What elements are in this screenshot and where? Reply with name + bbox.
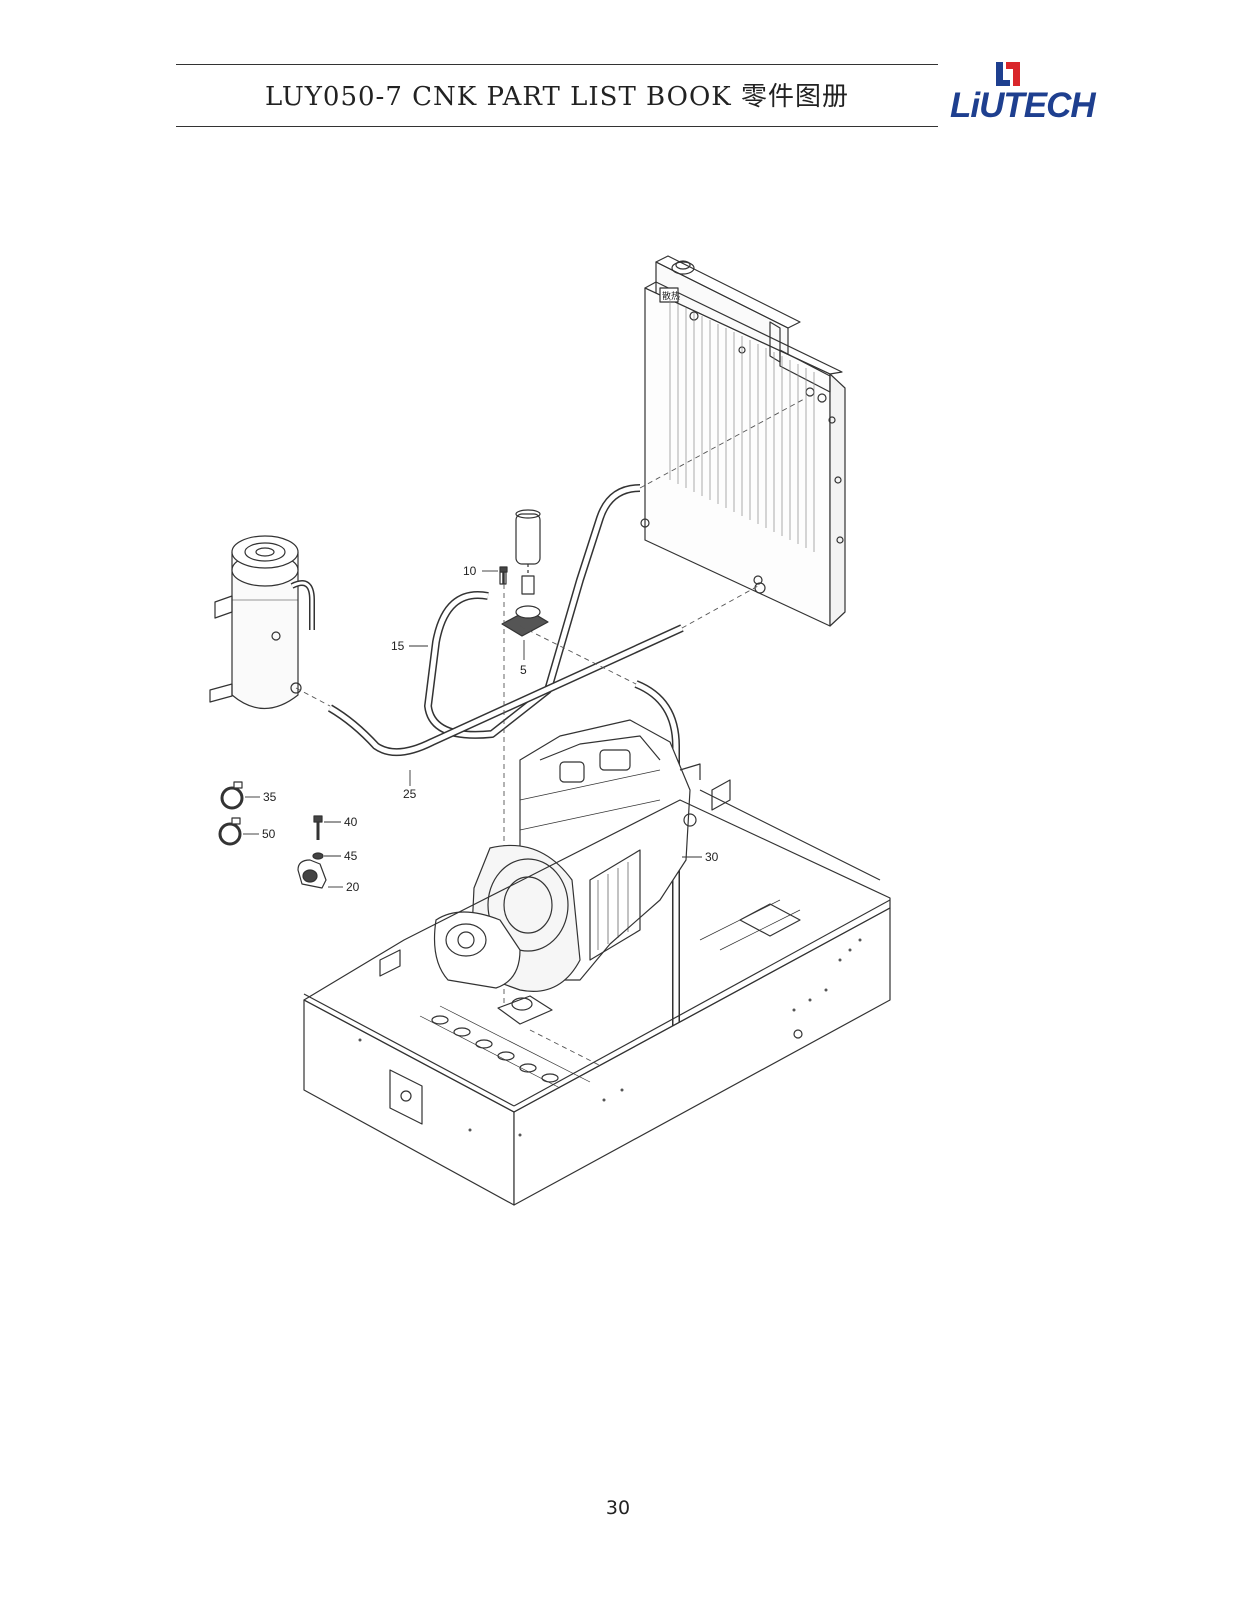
page-number: 30 [605, 1497, 631, 1519]
filter-assembly [499, 509, 549, 637]
callout-45: 45 [344, 849, 358, 863]
callout-15: 15 [391, 639, 405, 653]
radiator-label: 散热 [662, 290, 680, 302]
bolt-40 [313, 815, 323, 840]
callout-50: 50 [262, 827, 276, 841]
callout-25: 25 [403, 787, 417, 801]
assembly-lines [295, 397, 807, 1099]
header-top-rule [176, 64, 938, 65]
base-frame [303, 779, 891, 1206]
hose-25 [327, 624, 684, 756]
bolt-10 [499, 566, 508, 584]
clamp-35 [220, 781, 244, 810]
engine [433, 719, 701, 992]
mount-20 [297, 859, 327, 889]
logo-wordmark: LiUTECH [950, 86, 1096, 125]
hose-15 [424, 484, 641, 739]
callout-20: 20 [346, 880, 360, 894]
liutech-logo: LiUTECH [950, 56, 1100, 128]
logo-mark-icon [996, 62, 1020, 86]
callout-30: 30 [705, 850, 719, 864]
radiator: 散热 [640, 255, 846, 627]
callout-40: 40 [344, 815, 358, 829]
document-title: LUY050-7 CNK PART LIST BOOK 零件图册 [265, 82, 849, 112]
washer-45 [312, 852, 324, 860]
clamp-50 [218, 817, 242, 846]
callout-35: 35 [263, 790, 277, 804]
header-bottom-rule [176, 126, 938, 127]
callout-10: 10 [463, 564, 477, 578]
callout-5: 5 [520, 663, 527, 677]
separator-tank [209, 535, 315, 709]
callout-leaders [243, 570, 702, 888]
